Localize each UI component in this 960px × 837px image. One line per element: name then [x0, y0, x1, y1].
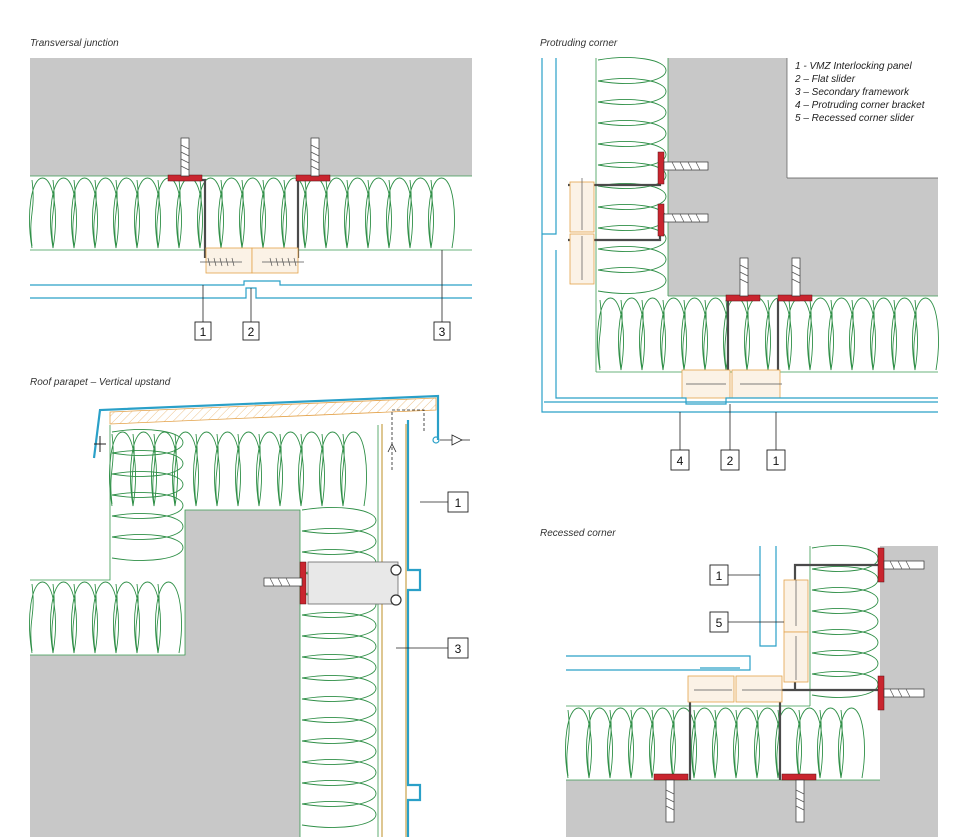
- insulation-layer: [29, 175, 472, 251]
- bolt-head: [390, 594, 402, 606]
- legend: 1 - VMZ Interlocking panel 2 – Flat slid…: [794, 61, 926, 124]
- svg-text:3: 3: [455, 642, 462, 656]
- zinc-panel-vertical: [542, 58, 557, 235]
- anchor-bolt-icon: [295, 137, 331, 182]
- legend-item: 4 – Protruding corner bracket: [795, 100, 926, 111]
- insulation-layer: [29, 425, 379, 837]
- zinc-panel-outer: [30, 280, 472, 286]
- wood-screw-icon: [200, 257, 242, 267]
- anchor-bolt-icon: [653, 773, 689, 823]
- insulation-wave: [301, 507, 377, 828]
- svg-text:1: 1: [200, 325, 207, 339]
- drip-arrow-icon: [432, 434, 470, 446]
- wood-screw-icon: [581, 178, 782, 385]
- zinc-panel-inner: [555, 250, 938, 405]
- anchor-bolt-icon: [877, 675, 925, 711]
- recessed-corner-drawing: 1 5: [565, 545, 938, 837]
- title-roof-parapet: Roof parapet – Vertical upstand: [30, 377, 171, 388]
- wood-slider: [205, 247, 253, 274]
- svg-text:2: 2: [727, 454, 734, 468]
- legend-item: 3 – Secondary framework: [795, 87, 910, 98]
- nail-icon: [94, 436, 106, 452]
- insulation-wave: [811, 545, 879, 698]
- svg-text:1: 1: [773, 454, 780, 468]
- roof-parapet-drawing: 1 3: [29, 394, 470, 837]
- svg-text:5: 5: [716, 616, 723, 630]
- insulation-wave: [29, 177, 455, 249]
- legend-item: 2 – Flat slider: [794, 74, 856, 85]
- concrete-substrate: [30, 655, 185, 760]
- svg-text:1: 1: [716, 569, 723, 583]
- anchor-bolt-icon: [777, 257, 813, 302]
- svg-text:3: 3: [439, 325, 446, 339]
- transversal-junction-drawing: 1 2 3: [29, 58, 472, 341]
- bolt-head: [390, 564, 402, 576]
- wall-bracket: [307, 561, 399, 605]
- ventilation-path: [391, 409, 425, 470]
- insulation-wave: [29, 581, 182, 654]
- svg-text:1: 1: [455, 496, 462, 510]
- insulation-wave: [109, 431, 367, 507]
- insulation-wave: [597, 57, 667, 294]
- legend-item: 1 - VMZ Interlocking panel: [795, 61, 912, 72]
- insulation-wave: [111, 429, 184, 561]
- callout-1: 1: [447, 491, 469, 513]
- callout-4: 4: [670, 449, 690, 471]
- concrete-substrate: [30, 660, 185, 837]
- legend-item: 5 – Recessed corner slider: [795, 113, 915, 124]
- wood-slider: [251, 247, 299, 274]
- insulation-layer: [595, 57, 669, 372]
- legend-cutout: [787, 58, 938, 178]
- anchor-bolt-icon: [781, 773, 817, 823]
- callout-5: 5: [709, 611, 729, 633]
- callout-3: 3: [447, 637, 469, 659]
- callout-1: 1: [766, 449, 786, 471]
- callout-3: 3: [433, 321, 451, 341]
- wood-screw-icon: [694, 580, 797, 691]
- arrow-up-icon: [387, 443, 397, 453]
- concrete-substrate: [30, 58, 472, 176]
- wood-screw-icon: [262, 257, 304, 267]
- zinc-panel-outer: [541, 58, 938, 413]
- callout-2: 2: [242, 321, 260, 341]
- svg-text:2: 2: [248, 325, 255, 339]
- zinc-coping: [92, 394, 440, 459]
- svg-text:4: 4: [677, 454, 684, 468]
- anchor-bolt-icon: [725, 257, 761, 302]
- wood-deck: [109, 397, 437, 425]
- title-protruding-corner: Protruding corner: [540, 38, 618, 49]
- zinc-panel: [406, 420, 422, 837]
- zinc-panel-horizontal: [566, 655, 751, 671]
- anchor-bolt-icon: [657, 151, 709, 185]
- concrete-substrate: [566, 546, 938, 837]
- callout-1: 1: [194, 321, 212, 341]
- callout-1: 1: [709, 564, 729, 586]
- insulation-wave: [565, 707, 865, 779]
- anchor-bolt-icon: [263, 561, 307, 605]
- insulation-layer: [596, 295, 939, 373]
- anchor-bolt-icon: [657, 203, 709, 237]
- callout-2: 2: [720, 449, 740, 471]
- protruding-corner-drawing: 1 - VMZ Interlocking panel 2 – Flat slid…: [541, 57, 939, 471]
- title-transversal-junction: Transversal junction: [30, 38, 119, 49]
- zinc-panel-vertical: [759, 546, 777, 647]
- wood-slider: [687, 675, 735, 703]
- insulation-wave: [597, 297, 939, 371]
- concrete-substrate: [185, 510, 300, 837]
- wood-slider: [735, 675, 783, 703]
- anchor-bolt-icon: [167, 137, 203, 182]
- title-recessed-corner: Recessed corner: [540, 528, 616, 539]
- anchor-bolt-icon: [877, 547, 925, 583]
